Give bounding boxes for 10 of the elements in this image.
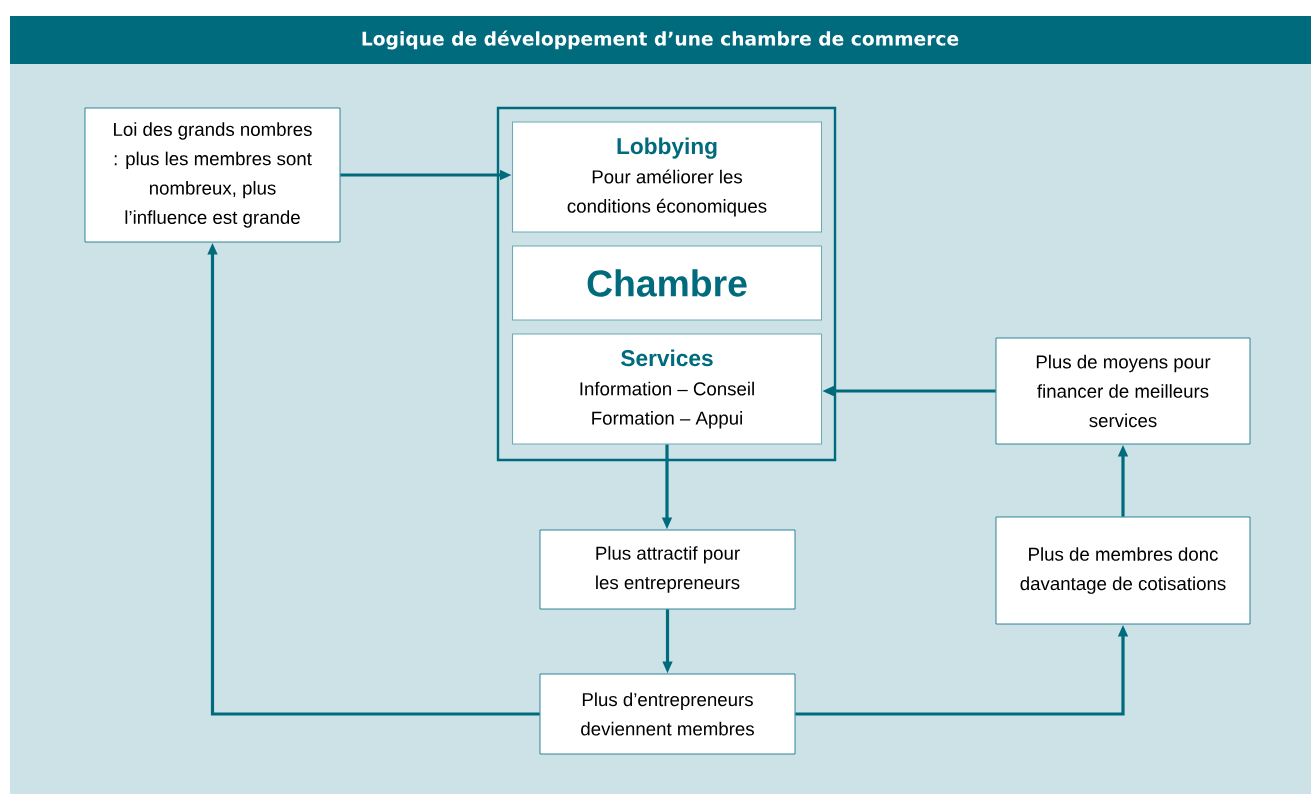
- text-box: Lobbying Pour améliorer les conditions économiques: [511, 121, 823, 233]
- text-box: Plus d’entrepreneurs deviennent membres: [539, 673, 796, 755]
- text-box: Plus attractif pour les entrepreneurs: [539, 529, 796, 610]
- container-box: [496, 106, 837, 462]
- text-box: Plus de moyens pour financer de meilleurs services: [995, 337, 1251, 445]
- title-box: Chambre: [511, 245, 823, 321]
- title-banner: Logique de développement d’une chambre de commerce: [10, 16, 1311, 64]
- text-box: Plus de membres donc davantage de cotisations: [995, 516, 1251, 625]
- text-box: Services Information – Conseil Formation – Appui: [511, 333, 823, 445]
- text-box: Loi des grands nombres : plus les membres sont nombreux, plus l’influence est grande: [84, 107, 341, 243]
